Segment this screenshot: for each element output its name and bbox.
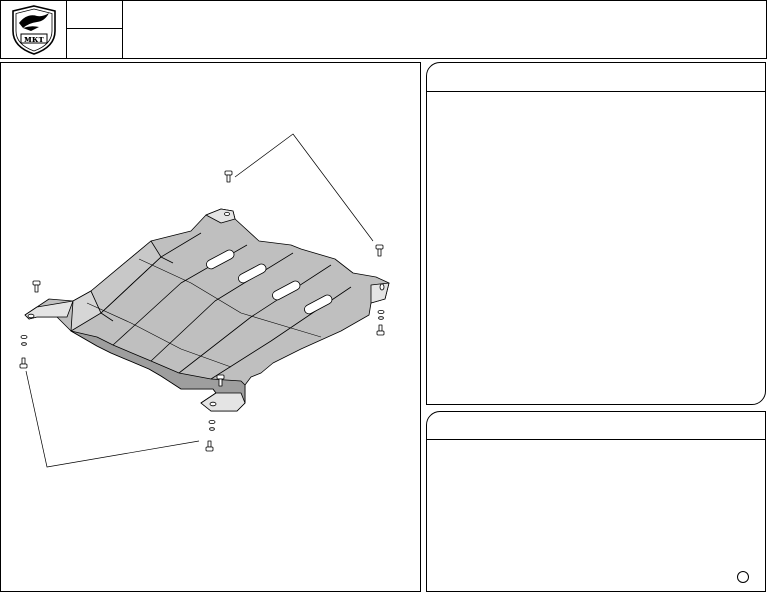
hole-rear-bracket (224, 211, 230, 216)
bolt-left-top (32, 280, 41, 293)
bolt-right-top (375, 244, 384, 257)
rib-6 (160, 256, 174, 264)
seam-1 (138, 258, 322, 338)
rib-3 (150, 252, 294, 362)
washer (378, 316, 384, 320)
slot-1 (206, 249, 235, 270)
right-bracket (370, 282, 390, 304)
washer (208, 419, 216, 424)
left-bracket (24, 300, 74, 320)
info-panel-title (427, 63, 765, 92)
assembly-drawing (19, 133, 390, 468)
info-panel (426, 62, 766, 405)
bolt-rear (224, 170, 233, 183)
rib-4 (178, 264, 332, 374)
seam-2 (86, 302, 232, 368)
bolt-left-bottom (19, 357, 28, 369)
document-title (123, 1, 766, 58)
front-bracket (200, 392, 246, 412)
bolt-front-top (216, 374, 225, 387)
hole-right-bracket (379, 283, 385, 291)
code-cell-bottom (67, 29, 123, 58)
washer (377, 309, 385, 314)
shield-logo-icon: мкт (12, 5, 56, 55)
code-cell-top (67, 1, 123, 29)
title-block: мкт (0, 0, 767, 59)
bolt-front-bottom (205, 440, 214, 452)
leader-line-top (234, 133, 374, 242)
slot-2 (238, 263, 267, 284)
assembly-drawing-panel (0, 62, 421, 592)
slot-3 (272, 280, 301, 301)
washer (20, 334, 28, 339)
notes-panel-body (427, 441, 765, 581)
hole-left-bracket (27, 313, 35, 319)
leader-line-bottom (25, 370, 200, 468)
bolt-right-bottom (376, 324, 385, 336)
hole-front-bracket (209, 401, 217, 407)
washer (21, 342, 27, 346)
logo-cell: мкт (1, 1, 67, 58)
svg-text:мкт: мкт (24, 35, 44, 45)
slot-4 (304, 294, 333, 315)
page-marker-circle (737, 571, 749, 583)
info-panel-body (427, 93, 765, 393)
washer (209, 427, 215, 431)
notes-panel (426, 411, 766, 592)
rib-7 (100, 312, 114, 322)
notes-panel-title (427, 412, 765, 440)
